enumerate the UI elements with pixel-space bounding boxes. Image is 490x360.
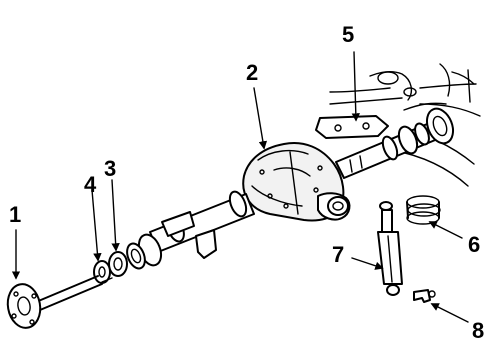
axle-bearing xyxy=(93,260,111,284)
arrow-icon-8 xyxy=(430,303,469,323)
arrow-icon-6 xyxy=(428,221,463,239)
differential-housing xyxy=(242,142,351,222)
arrow-icon-5 xyxy=(351,51,361,122)
left-axle-tube xyxy=(126,190,255,270)
arrow-icon-3 xyxy=(111,179,120,252)
callout-8: 8 xyxy=(472,318,484,343)
coil-spring xyxy=(406,195,441,225)
callout-4: 4 xyxy=(84,172,97,197)
axle-shaft xyxy=(6,275,113,329)
mount-bracket xyxy=(413,289,436,303)
callout-5: 5 xyxy=(342,22,354,47)
arrow-icon-4 xyxy=(91,189,102,262)
callout-1: 1 xyxy=(9,202,21,227)
callout-labels: 1 2 3 4 5 6 7 8 xyxy=(9,22,484,343)
callout-6: 6 xyxy=(468,232,480,257)
arrow-icon-2 xyxy=(253,87,268,150)
callout-3: 3 xyxy=(104,156,116,181)
leader-arrows xyxy=(11,51,469,323)
arrow-icon-7 xyxy=(351,257,384,270)
shock-absorber xyxy=(377,201,403,296)
spring-bracket xyxy=(315,115,389,139)
right-axle-tube xyxy=(335,107,455,179)
callout-2: 2 xyxy=(246,60,258,85)
axle-seal xyxy=(108,251,128,277)
callout-7: 7 xyxy=(332,242,344,267)
